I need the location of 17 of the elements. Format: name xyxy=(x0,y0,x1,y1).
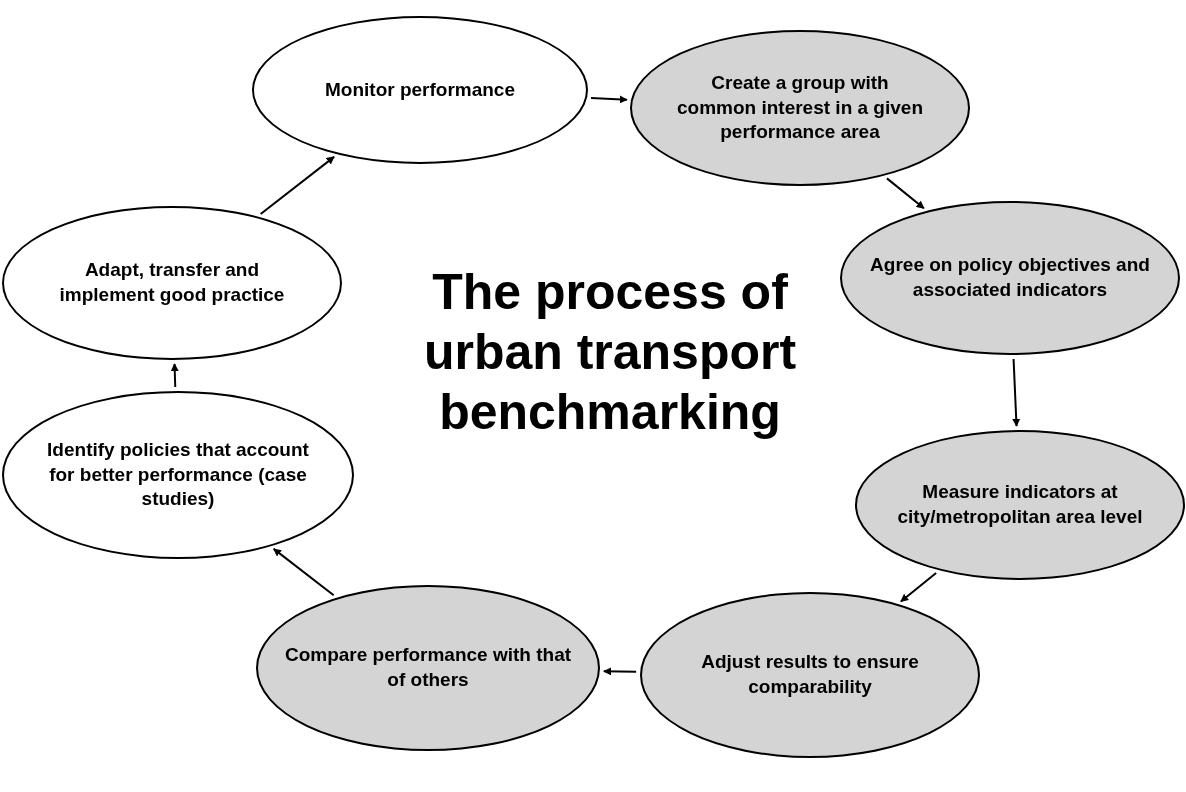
title: The process of urban transport benchmarking xyxy=(422,263,798,442)
arrow xyxy=(272,547,335,597)
step-text: Adapt, transfer and implement good practice xyxy=(58,258,286,307)
step-text: Agree on policy objectives and associated indicators xyxy=(869,253,1151,302)
arrow xyxy=(885,177,925,210)
step-text: Identify policies that account for better performance (case studies) xyxy=(46,437,310,512)
arrow xyxy=(259,155,336,215)
arrow xyxy=(170,363,179,388)
step-text: Create a group with common interest in a given performance area xyxy=(676,70,924,145)
step-text: Adjust results to ensure comparability xyxy=(700,650,920,699)
step-text: Monitor performance xyxy=(325,77,515,102)
arrow xyxy=(1012,358,1021,427)
step-text: Measure indicators at city/metropolitan area level xyxy=(896,480,1144,529)
arrow xyxy=(590,95,628,104)
arrow xyxy=(899,571,938,603)
step-text: Compare performance with that of others xyxy=(283,643,573,692)
arrow xyxy=(602,667,638,676)
